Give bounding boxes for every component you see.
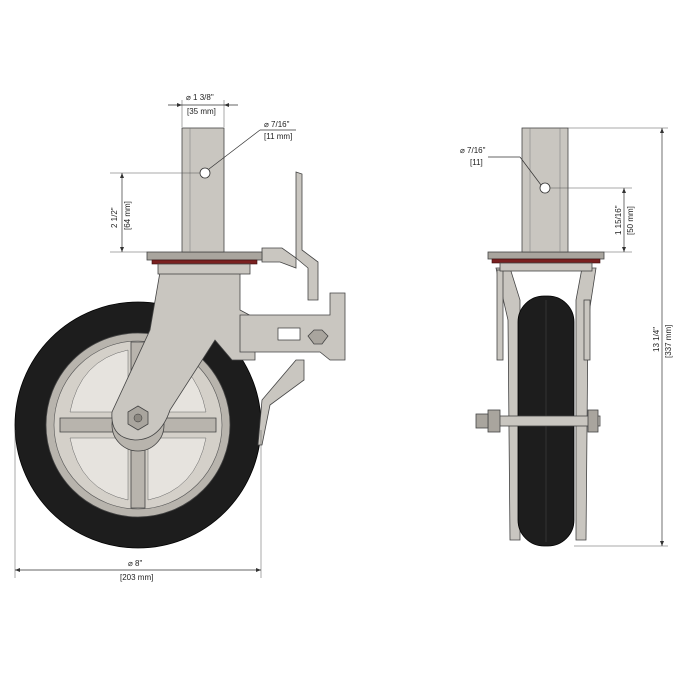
front-hole-height-imperial: 1 15/16" (614, 205, 623, 235)
side-stem-hole (199, 167, 211, 179)
front-axle (483, 415, 601, 427)
front-hole-metric: [11] (470, 158, 483, 167)
side-fork-arm (111, 271, 256, 441)
side-stem (181, 127, 225, 253)
stem-hole-height-imperial: 2 1/2" (110, 207, 119, 228)
side-bearing-ring (157, 263, 251, 275)
front-axle-nut-right (587, 409, 599, 433)
side-brake-lever-arm (261, 247, 297, 269)
side-brake-pedal (257, 359, 305, 446)
side-brake-nut (307, 329, 329, 345)
stem-hole-side-imperial: ⌀ 7/16" (264, 120, 290, 129)
side-top-plate (146, 251, 263, 261)
side-brake-lever (295, 171, 319, 301)
front-view (475, 127, 605, 547)
front-dims: ⌀ 7/16" [11] 1 15/16" [50 mm] 13 1/4" [3… (460, 127, 673, 547)
wheel-diameter-imperial: ⌀ 8" (128, 559, 142, 568)
stem-diameter-imperial: ⌀ 1 3/8" (186, 93, 214, 102)
overall-height-metric: [337 mm] (664, 325, 673, 358)
wheel-diameter-metric: [203 mm] (120, 573, 153, 582)
stem-hole-side-metric: [11 mm] (264, 132, 292, 141)
side-gasket (151, 259, 258, 265)
front-brake-rod-right (583, 299, 591, 361)
side-brake-slot (277, 327, 301, 341)
side-brake-bracket (239, 292, 346, 361)
stem-hole-height-metric: [64 mm] (123, 201, 132, 230)
overall-height-imperial: 13 1/4" (652, 327, 661, 352)
front-hole-imperial: ⌀ 7/16" (460, 146, 486, 155)
front-axle-nut-left (487, 409, 501, 433)
front-fork-right (575, 267, 597, 541)
front-brake-rod-left (496, 269, 504, 361)
side-dims: ⌀ 1 3/8" [35 mm] ⌀ 7/16" [11 mm] 2 1/2" … (14, 93, 296, 582)
side-view (14, 127, 346, 549)
stem-diameter-metric: [35 mm] (187, 107, 216, 116)
front-bearing-ring (499, 262, 593, 272)
front-hole-height-metric: [50 mm] (626, 206, 635, 235)
front-axle-bolt-left (475, 413, 489, 429)
front-top-plate (487, 251, 605, 260)
front-stem-hole (539, 182, 551, 194)
side-axle-center (133, 413, 143, 423)
front-gasket (491, 258, 601, 264)
